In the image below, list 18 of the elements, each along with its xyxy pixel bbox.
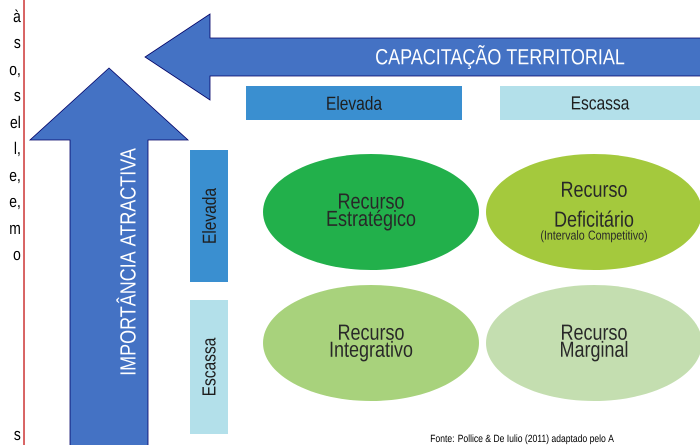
text-fragment: e, bbox=[10, 172, 20, 184]
text-fragment: o, bbox=[10, 66, 20, 78]
arrow-label: CAPACITAÇÃO TERRITORIAL bbox=[376, 45, 624, 69]
source-note: Fonte: Pollice & De Iulio (2011) adaptado pelo A bbox=[430, 434, 614, 444]
text-fragment: s bbox=[14, 38, 20, 48]
band: Elevada bbox=[246, 86, 462, 120]
text-fragment: à bbox=[14, 10, 21, 22]
band: Escassa bbox=[500, 86, 700, 120]
text-fragment: l, bbox=[14, 142, 20, 156]
text-fragment: o bbox=[14, 250, 20, 260]
text-fragment: e, bbox=[10, 198, 20, 210]
text-fragment: s bbox=[14, 92, 20, 102]
band: Escassa bbox=[190, 300, 228, 434]
text-fragment: m bbox=[10, 224, 20, 234]
text-fragment: s bbox=[14, 430, 20, 440]
band: Elevada bbox=[190, 150, 228, 282]
arrow-label: IMPORTÂNCIA ATRACTIVA bbox=[116, 148, 136, 374]
text-fragment: el bbox=[10, 116, 20, 128]
